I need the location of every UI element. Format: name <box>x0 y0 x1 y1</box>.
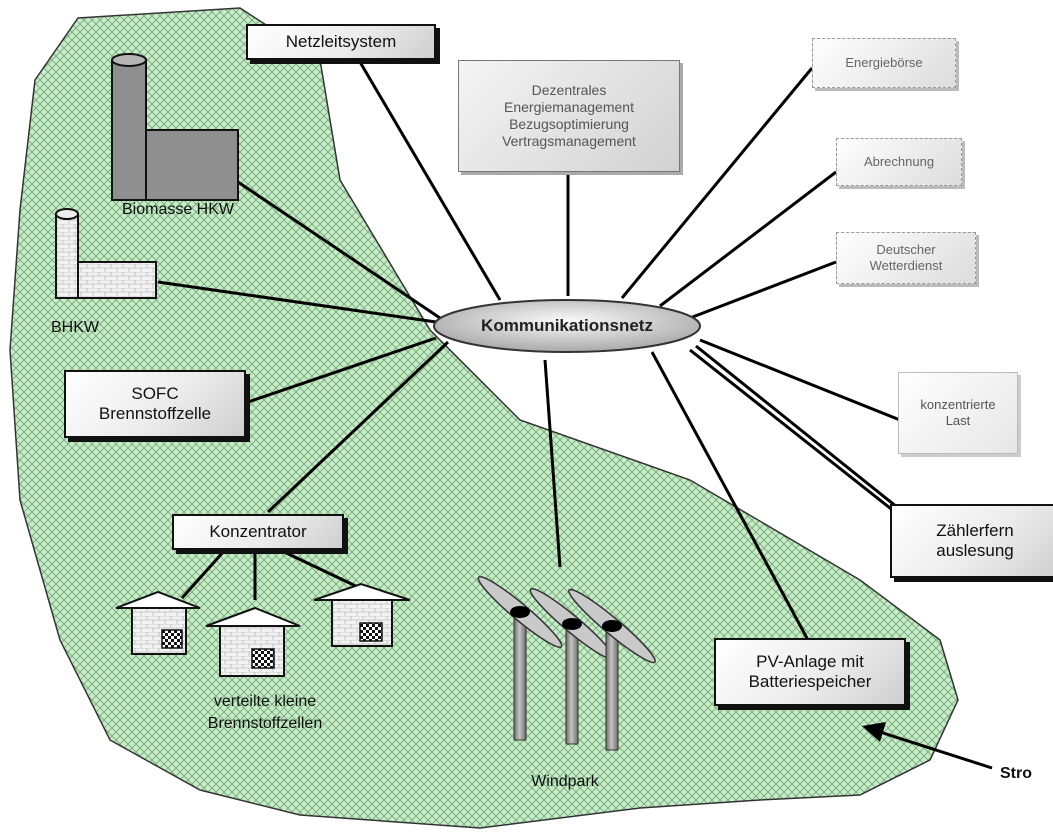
pv-anlage-line: Batteriespeicher <box>748 672 872 691</box>
fuel-cell-house-icon <box>205 606 301 677</box>
wetterdienst-line: Deutscher <box>876 242 936 258</box>
dezentrales-box: Dezentrales Energiemanagement Bezugsopti… <box>458 60 680 172</box>
netzleitsystem-box: Netzleitsystem <box>246 24 436 60</box>
biomasse-hkw-label: Biomasse HKW <box>121 201 235 218</box>
zaehlerfern-line: Zählerfern <box>936 520 1014 540</box>
fuel-cell-house-icon <box>313 582 411 647</box>
konzentrierte-last-box: konzentrierte Last <box>898 372 1018 454</box>
arrow-icon <box>862 722 993 770</box>
wind-turbine-icon <box>477 576 563 741</box>
pv-anlage-line: PV-Anlage mit <box>756 651 864 671</box>
energieboerse-box: Energiebörse <box>812 38 956 88</box>
zaehlerfern-box: Zählerfern auslesung <box>890 504 1053 578</box>
netzleitsystem-label: Netzleitsystem <box>285 31 397 51</box>
pv-anlage-box: PV-Anlage mit Batteriespeicher <box>714 638 906 706</box>
konzentrator-lines <box>180 548 361 600</box>
dezentrales-line: Energiemanagement <box>504 99 634 116</box>
fuel-cell-house-icon <box>115 590 201 655</box>
sofc-line: SOFC <box>131 383 179 403</box>
sofc-line: Brennstoffzelle <box>98 404 212 423</box>
bhkw-label: BHKW <box>51 319 99 336</box>
dezentrales-line: Vertragsmanagement <box>502 132 636 149</box>
konzentrator-label: Konzentrator <box>209 521 307 541</box>
verteilte-label-line: verteilte kleine <box>213 693 317 710</box>
konzentrator-box: Konzentrator <box>172 514 344 550</box>
hub-ellipse <box>433 299 701 353</box>
biomass-plant-icon <box>111 53 239 201</box>
dezentrales-line: Bezugsoptimierung <box>509 116 629 132</box>
abrechnung-box: Abrechnung <box>836 138 962 186</box>
hub-label: Kommunikationsnetz <box>481 316 653 335</box>
wetterdienst-box: Deutscher Wetterdienst <box>836 232 976 284</box>
zaehlerfern-line: auslesung <box>936 541 1014 560</box>
wetterdienst-line: Wetterdienst <box>869 258 943 273</box>
energieboerse-label: Energiebörse <box>845 55 923 71</box>
sofc-box: SOFC Brennstoffzelle <box>64 370 246 438</box>
strom-label: Stro <box>1000 765 1032 782</box>
wind-turbine-icon <box>529 588 615 745</box>
connector-lines <box>157 61 901 641</box>
wind-turbine-icon <box>568 588 656 751</box>
abrechnung-label: Abrechnung <box>863 154 935 170</box>
bhkw-chimney-icon <box>55 208 157 299</box>
windpark-label: Windpark <box>531 773 599 790</box>
verteilte-label-line: Brennstoffzellen <box>207 715 323 732</box>
dezentrales-line: Dezentrales <box>531 82 607 99</box>
konzentrierte-last-line: Last <box>945 413 971 428</box>
konzentrierte-last-line: konzentrierte <box>920 397 996 413</box>
